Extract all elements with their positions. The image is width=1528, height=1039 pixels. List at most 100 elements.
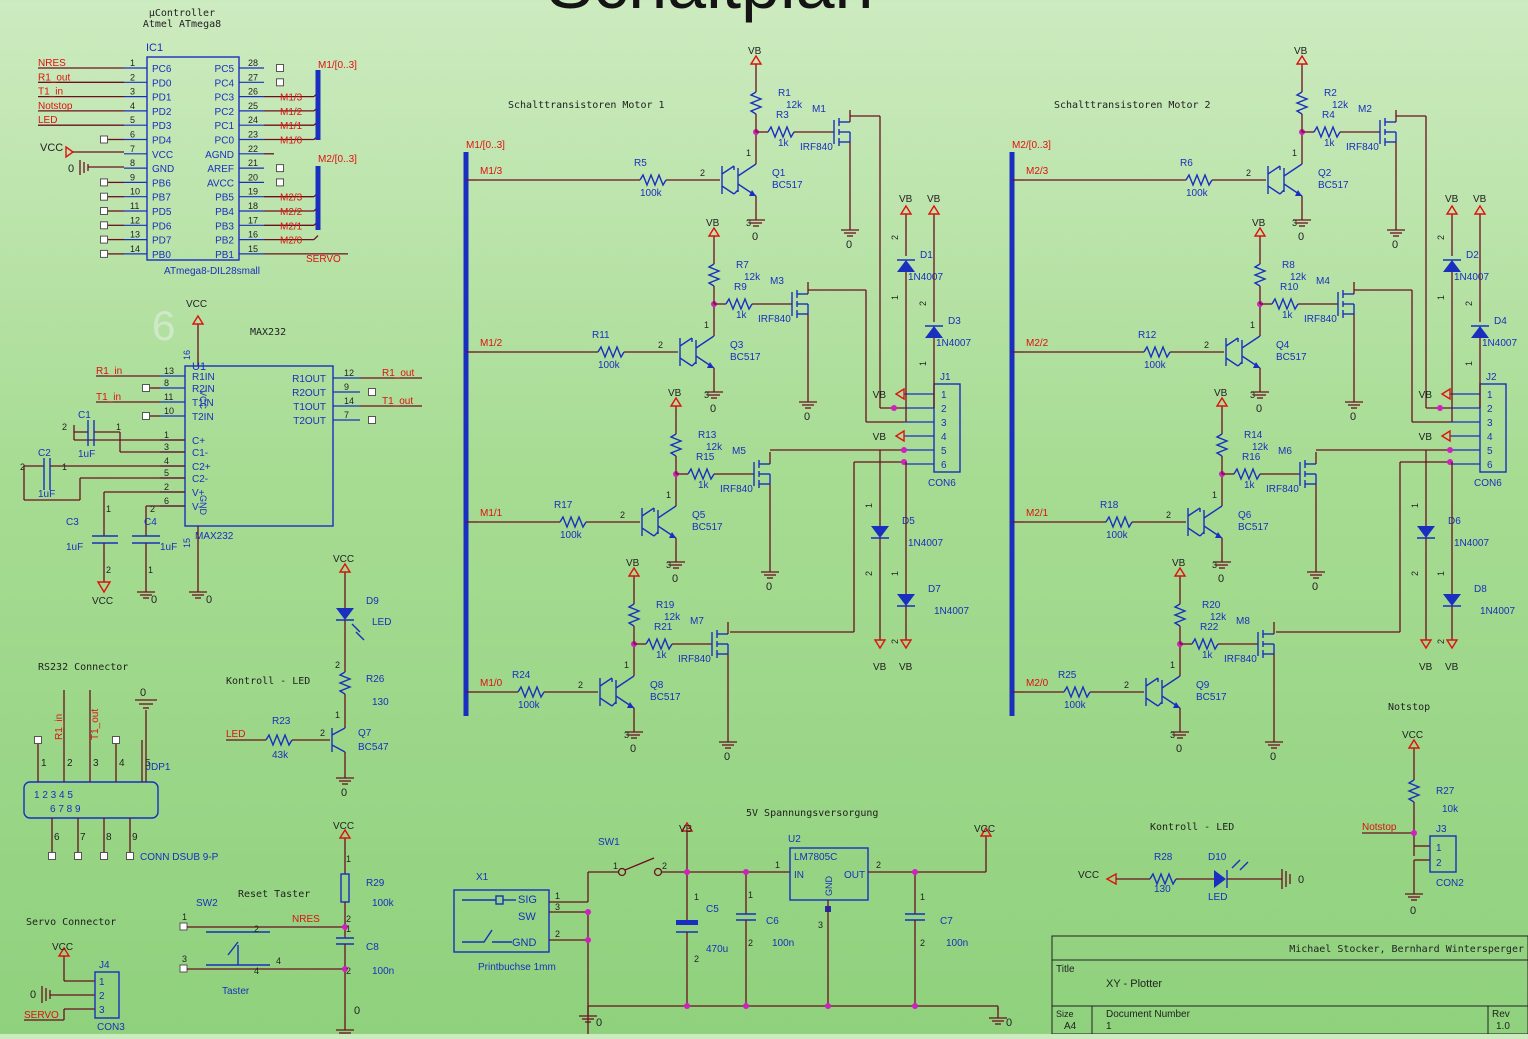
motor1-caption: Schalttransistoren Motor 1 xyxy=(508,100,665,111)
pin-number: 1 xyxy=(1250,320,1255,330)
mcu-caption-2: Atmel ATmega8 xyxy=(143,19,221,30)
max232-pin-number: 3 xyxy=(164,442,169,452)
vb-arrow xyxy=(873,639,887,650)
mosfet-ref: M8 xyxy=(1236,616,1250,627)
unconnected-pin xyxy=(142,384,150,392)
unconnected-pin xyxy=(276,164,284,173)
reset-block: Reset Taster SW2 1 2 3 4 Taster 4 NRES V… xyxy=(179,821,395,1037)
wire xyxy=(679,357,693,367)
mcu-net-label: M2/0 xyxy=(280,236,303,247)
diode-symbol xyxy=(897,260,915,272)
pin-number: 2 xyxy=(1436,639,1446,644)
transistor-ref: Q3 xyxy=(730,340,744,351)
vb-label: VB xyxy=(1419,432,1433,443)
resistor-value: 12k xyxy=(1332,100,1349,111)
resistor-symbol xyxy=(1215,433,1229,457)
emitter-arrow xyxy=(1215,532,1222,538)
x1-p2: 2 xyxy=(555,929,560,939)
mcu-pin-number: 22 xyxy=(248,144,258,154)
max232-pin-number: 7 xyxy=(344,410,349,420)
j4-pin1: 1 xyxy=(99,977,105,988)
max232-pin-name: R2OUT xyxy=(292,388,326,399)
diode-value: 1N4007 xyxy=(936,338,971,349)
r27-ref: R27 xyxy=(1436,786,1455,797)
wire xyxy=(313,235,319,241)
servo-net: SERVO xyxy=(24,1010,59,1021)
diode-ref: D3 xyxy=(948,316,961,327)
c6-p2: 1 xyxy=(748,890,753,900)
diode-symbol xyxy=(1471,326,1489,338)
c7-val: 100n xyxy=(946,938,968,949)
mosfet-value: IRF840 xyxy=(1224,654,1257,665)
power-vcc: VCC xyxy=(974,824,995,835)
mcu-bus2-label: M2/[0..3] xyxy=(318,154,357,165)
pin-number: 3 xyxy=(624,730,629,740)
pin-number: 2 xyxy=(1410,571,1420,576)
max232-pin-number: 4 xyxy=(164,456,169,466)
resistor-symbol xyxy=(1271,297,1299,311)
mcu-net-label: M2/2 xyxy=(280,207,303,218)
diode-ref: D8 xyxy=(1474,584,1487,595)
c3-net: VCC xyxy=(92,596,113,607)
motor-net-label: M1/0 xyxy=(480,678,503,689)
pin-number: 1 xyxy=(864,503,874,508)
wire xyxy=(733,189,739,195)
mosfet-value: IRF840 xyxy=(800,142,833,153)
pin-number: 1 xyxy=(890,295,900,300)
mcu-net-label: M1/3 xyxy=(280,93,303,104)
d10-val: LED xyxy=(1208,892,1227,903)
wire xyxy=(1187,527,1201,537)
mcu-pin-name: PD2 xyxy=(152,107,172,118)
wire xyxy=(1145,677,1159,687)
max232-net-label: T1_out xyxy=(382,396,413,407)
max232-pin-name: R1IN xyxy=(192,372,215,383)
pin-number: 3 xyxy=(1170,730,1175,740)
mcu-pin-name: PC0 xyxy=(215,136,235,147)
mosfet-value: IRF840 xyxy=(758,314,791,325)
vb-label: VB xyxy=(1419,390,1433,401)
mcu-net-label: T1_in xyxy=(38,87,63,98)
wire xyxy=(1267,185,1281,195)
pin-number: 1 xyxy=(1436,295,1446,300)
vb-arrow xyxy=(899,639,913,650)
max232-pin-name: T2OUT xyxy=(293,416,326,427)
power-symbol xyxy=(1446,205,1458,227)
ground-symbol xyxy=(1344,391,1364,409)
notstop-gnd: 0 xyxy=(1410,905,1416,917)
rs232-net1: R1_in xyxy=(54,714,65,740)
connector-body xyxy=(1479,383,1507,473)
unconnected-pin xyxy=(126,852,134,860)
resistor-ref: R15 xyxy=(696,452,715,463)
resistor-value: 100k xyxy=(1106,530,1129,541)
wire xyxy=(641,507,655,517)
emitter-arrow xyxy=(669,532,676,538)
c3-p1: 1 xyxy=(106,504,111,514)
diode-value: 1N4007 xyxy=(934,606,969,617)
max232-body xyxy=(184,365,334,527)
max232-pin-name: R2IN xyxy=(192,384,215,395)
diode-ref: D5 xyxy=(902,516,915,527)
resistor-value: 1k xyxy=(698,480,710,491)
c6-val: 100n xyxy=(772,938,794,949)
servo-vcc: VCC xyxy=(52,942,73,953)
resistor-ref: R20 xyxy=(1202,600,1221,611)
junction xyxy=(891,405,897,411)
power-vb: VB xyxy=(679,824,693,835)
tb-size: A4 xyxy=(1064,1021,1077,1032)
ground-label: 0 xyxy=(846,239,852,251)
resistor-ref: R25 xyxy=(1058,670,1077,681)
tb-rev-label: Rev xyxy=(1492,1009,1510,1020)
unconnected-pin xyxy=(74,852,82,860)
diode-ref: D2 xyxy=(1466,250,1479,261)
motor1-bus-label: M1/[0..3] xyxy=(466,140,505,151)
mcu-pin-name: PC2 xyxy=(215,107,235,118)
servo-block: Servo Connector VCC 0 SERVO J4 1 2 3 CON… xyxy=(24,917,125,1033)
transistor-value: BC517 xyxy=(1318,180,1349,191)
vb-arrow xyxy=(1440,387,1451,401)
wire xyxy=(657,505,677,519)
unconnected-pin xyxy=(100,249,108,258)
u2-part: LM7805C xyxy=(794,852,837,863)
wire xyxy=(691,361,697,367)
